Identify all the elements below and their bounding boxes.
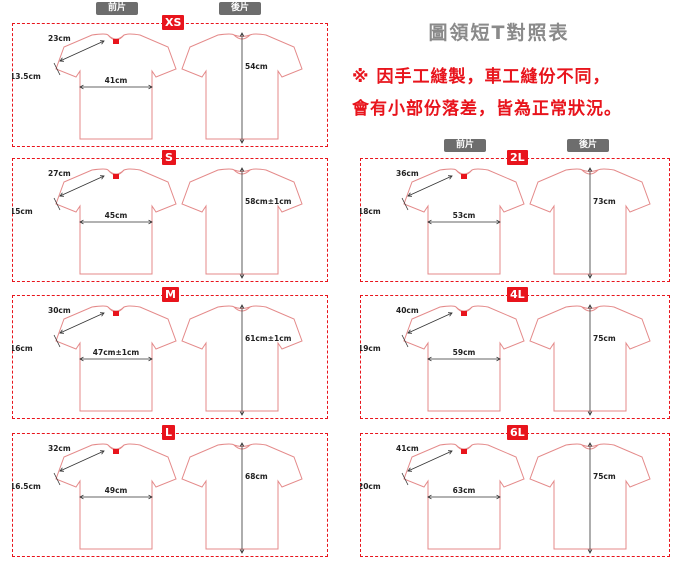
- chest-value: 59cm: [453, 348, 476, 357]
- note-line-1: ※ 因手工縫製，車工縫份不同，: [352, 67, 611, 87]
- shoulder-measure-line: [59, 40, 105, 62]
- sleeve-value: 18cm: [360, 207, 381, 216]
- chest-measure-line: [427, 494, 501, 500]
- sleeve-measure-line: [401, 197, 409, 211]
- size-tag-icon: [461, 174, 467, 179]
- shoulder-measure-line: [407, 312, 453, 334]
- size-tag-icon: [461, 311, 467, 316]
- shoulder-measure-line: [59, 175, 105, 197]
- length-value: 75cm: [593, 472, 616, 481]
- length-value: 61cm±1cm: [245, 334, 292, 343]
- size-label-m: M: [162, 287, 179, 302]
- chest-value: 45cm: [105, 211, 128, 220]
- size-label-6l: 6L: [507, 425, 528, 440]
- size-label-l: L: [162, 425, 176, 440]
- length-value: 58cm±1cm: [245, 197, 292, 206]
- length-value: 68cm: [245, 472, 268, 481]
- length-value: 73cm: [593, 197, 616, 206]
- chest-value: 49cm: [105, 486, 128, 495]
- length-measure-line: [587, 167, 593, 279]
- back-tab-right: 後片: [567, 139, 609, 152]
- sleeve-measure-line: [53, 472, 61, 486]
- shirt-diagram-l: 32cm 16.5cm 49cm 68cm: [12, 442, 303, 554]
- back-tab-left: 後片: [219, 2, 261, 15]
- size-tag-icon: [461, 449, 467, 454]
- shirt-diagram-s: 27cm 15cm 45cm 58cm±1cm: [12, 167, 303, 279]
- shoulder-measure-line: [59, 450, 105, 472]
- front-shirt: [55, 305, 177, 412]
- length-measure-line: [587, 442, 593, 554]
- shoulder-value: 36cm: [396, 169, 419, 178]
- shoulder-measure-line: [407, 450, 453, 472]
- size-tag-icon: [113, 311, 119, 316]
- length-measure-line: [239, 32, 245, 144]
- length-measure-line: [239, 167, 245, 279]
- note-line-2: 會有小部份落差，皆為正常狀況。: [352, 99, 622, 119]
- chest-measure-line: [427, 219, 501, 225]
- chest-measure-line: [79, 356, 153, 362]
- front-shirt: [55, 168, 177, 275]
- length-value: 54cm: [245, 62, 268, 71]
- sleeve-measure-line: [53, 62, 61, 76]
- length-measure-line: [239, 304, 245, 416]
- chest-value: 63cm: [453, 486, 476, 495]
- shirt-diagram-2l: 36cm 18cm 53cm 73cm: [360, 167, 651, 279]
- sleeve-value: 19cm: [360, 344, 381, 353]
- shirt-diagram-6l: 41cm 20cm 63cm 75cm: [360, 442, 651, 554]
- sleeve-measure-line: [53, 197, 61, 211]
- chart-title: 圖領短T對照表: [428, 22, 570, 44]
- shoulder-value: 23cm: [48, 34, 71, 43]
- size-tag-icon: [113, 174, 119, 179]
- sleeve-value: 16cm: [12, 344, 33, 353]
- size-label-xs: XS: [162, 15, 185, 30]
- sleeve-value: 20cm: [360, 482, 381, 491]
- chest-measure-line: [79, 219, 153, 225]
- front-shirt: [403, 168, 525, 275]
- length-measure-line: [587, 304, 593, 416]
- shoulder-measure-line: [407, 175, 453, 197]
- sleeve-measure-line: [401, 472, 409, 486]
- shoulder-value: 30cm: [48, 306, 71, 315]
- front-shirt: [55, 443, 177, 550]
- shirt-diagram-xs: 23cm 13.5cm 41cm 54cm: [12, 32, 303, 144]
- front-shirt: [55, 33, 177, 140]
- shoulder-value: 41cm: [396, 444, 419, 453]
- shoulder-value: 27cm: [48, 169, 71, 178]
- sleeve-measure-line: [53, 334, 61, 348]
- sleeve-measure-line: [401, 334, 409, 348]
- front-shirt: [403, 443, 525, 550]
- chest-measure-line: [79, 84, 153, 90]
- shoulder-measure-line: [59, 312, 105, 334]
- size-label-s: S: [162, 150, 176, 165]
- sleeve-value: 15cm: [12, 207, 33, 216]
- front-tab-right: 前片: [444, 139, 486, 152]
- chest-value: 41cm: [105, 76, 128, 85]
- size-tag-icon: [113, 39, 119, 44]
- sleeve-value: 13.5cm: [12, 72, 41, 81]
- chest-measure-line: [79, 494, 153, 500]
- shirt-diagram-4l: 40cm 19cm 59cm 75cm: [360, 304, 651, 416]
- chest-measure-line: [427, 356, 501, 362]
- front-tab-left: 前片: [96, 2, 138, 15]
- sleeve-value: 16.5cm: [12, 482, 41, 491]
- shoulder-value: 32cm: [48, 444, 71, 453]
- length-value: 75cm: [593, 334, 616, 343]
- chest-value: 53cm: [453, 211, 476, 220]
- size-label-2l: 2L: [507, 150, 528, 165]
- front-shirt: [403, 305, 525, 412]
- shoulder-value: 40cm: [396, 306, 419, 315]
- size-tag-icon: [113, 449, 119, 454]
- chest-value: 47cm±1cm: [93, 348, 140, 357]
- size-label-4l: 4L: [507, 287, 528, 302]
- length-measure-line: [239, 442, 245, 554]
- shirt-diagram-m: 30cm 16cm 47cm±1cm 61cm±1cm: [12, 304, 303, 416]
